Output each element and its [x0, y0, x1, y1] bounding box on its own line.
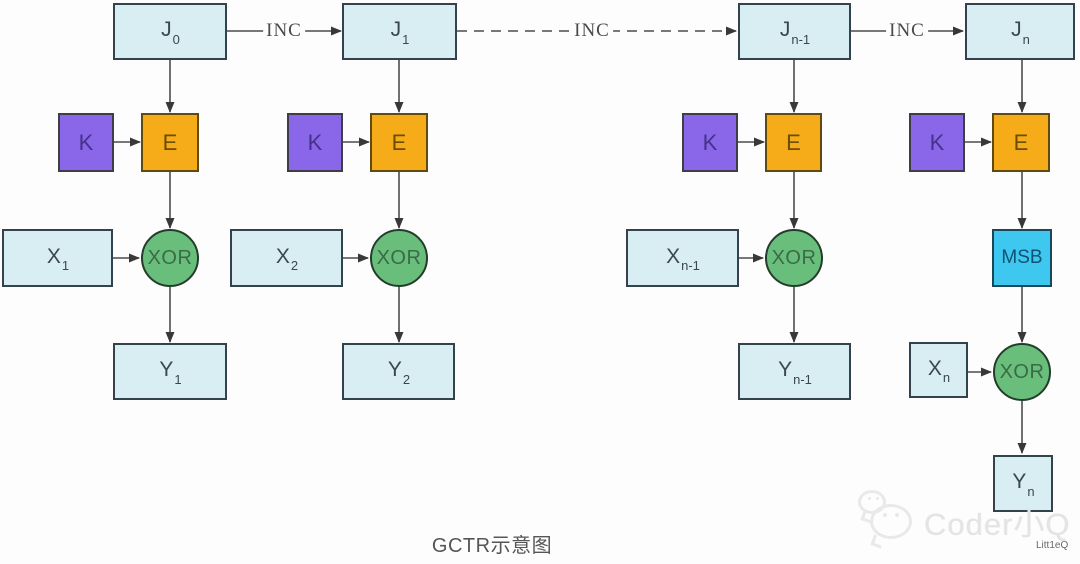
- key-box-3: K: [682, 113, 738, 172]
- x2-box: X2: [230, 229, 343, 287]
- xor-circle-1: XOR: [141, 229, 199, 287]
- yn-1-label: Yn-1: [778, 358, 812, 387]
- wechat-logo-icon: [858, 490, 924, 550]
- encrypt-box-3: E: [765, 113, 822, 172]
- y1-box: Y1: [113, 343, 227, 400]
- x1-label: X1: [46, 244, 70, 274]
- jn-1-box: Jn-1: [738, 3, 851, 60]
- logo-bubble-big: [870, 504, 912, 539]
- logo-eye: [868, 497, 871, 500]
- diagram-title: GCTR示意图: [431, 535, 553, 557]
- xn-label: Xn: [927, 356, 951, 386]
- watermark-handle: Litt1eQ: [1036, 540, 1069, 551]
- xor-label: XOR: [147, 246, 193, 269]
- j0-box: J0: [113, 3, 227, 60]
- encrypt-label: E: [391, 129, 407, 155]
- xor-circle-3: XOR: [765, 229, 823, 287]
- y1-label: Y1: [159, 358, 182, 387]
- x2-label: X2: [275, 244, 299, 274]
- xn-1-box: Xn-1: [626, 229, 739, 287]
- logo-eye: [876, 497, 879, 500]
- xor-label: XOR: [999, 360, 1045, 383]
- msb-box: MSB: [992, 229, 1052, 287]
- encrypt-label: E: [162, 129, 178, 155]
- key-label: K: [702, 129, 718, 155]
- key-box-4: K: [909, 113, 965, 172]
- encrypt-box-1: E: [141, 113, 199, 172]
- encrypt-label: E: [786, 129, 801, 155]
- xn-box: Xn: [909, 342, 968, 398]
- encrypt-box-4: E: [992, 113, 1050, 172]
- yn-label: Yn: [1012, 470, 1035, 499]
- j0-label: J0: [161, 18, 180, 47]
- msb-label: MSB: [1001, 247, 1043, 268]
- xor-circle-4: XOR: [993, 343, 1051, 401]
- key-label: K: [78, 129, 94, 155]
- yn-1-box: Yn-1: [738, 343, 851, 400]
- key-label: K: [307, 129, 323, 155]
- logo-tail: [870, 534, 885, 549]
- encrypt-label: E: [1013, 129, 1029, 155]
- key-box-1: K: [58, 113, 114, 172]
- inc-label-2: INC: [571, 20, 613, 42]
- xor-circle-2: XOR: [370, 229, 428, 287]
- j1-label: J1: [390, 18, 410, 47]
- key-box-2: K: [287, 113, 343, 172]
- xor-label: XOR: [771, 246, 817, 269]
- logo-eye: [895, 513, 899, 517]
- x1-box: X1: [2, 229, 113, 287]
- key-label: K: [929, 129, 945, 155]
- watermark-brand: Coder小Q: [924, 507, 1071, 542]
- j1-box: J1: [342, 3, 457, 60]
- y2-label: Y2: [387, 358, 411, 387]
- jn-1-label: Jn-1: [779, 18, 811, 47]
- inc-label-1: INC: [263, 20, 305, 42]
- inc-label-3: INC: [886, 20, 928, 42]
- xn-1-label: Xn-1: [666, 244, 700, 274]
- jn-box: Jn: [965, 3, 1075, 60]
- y2-box: Y2: [342, 343, 455, 400]
- logo-eye: [883, 513, 887, 517]
- jn-label: Jn: [1011, 18, 1030, 47]
- encrypt-box-2: E: [370, 113, 428, 172]
- xor-label: XOR: [376, 246, 422, 269]
- yn-box: Yn: [993, 455, 1053, 512]
